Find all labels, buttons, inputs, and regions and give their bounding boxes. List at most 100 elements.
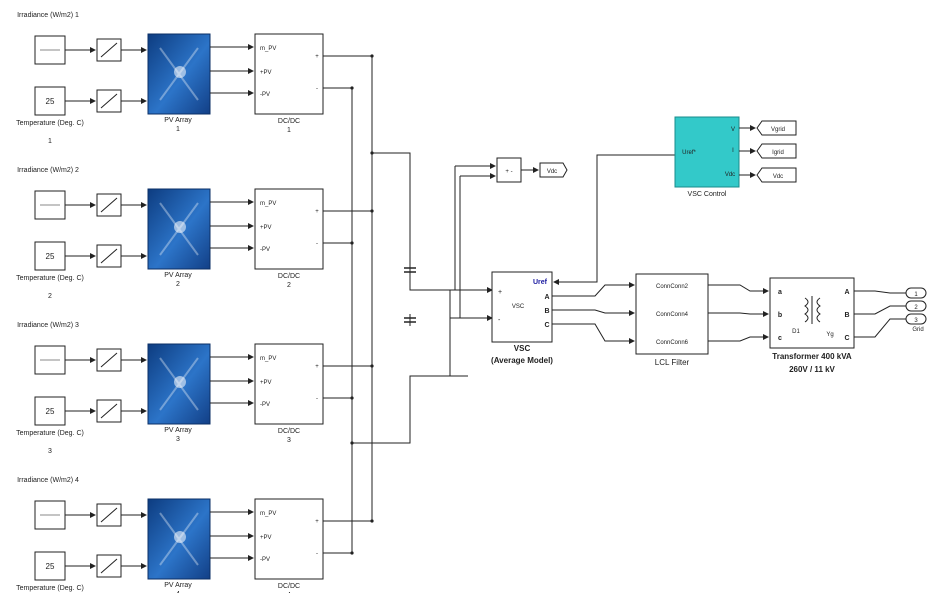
vsc-control-port-vdc: Vdc (725, 172, 735, 178)
signal-line (708, 334, 769, 342)
transformer-port-a: a (778, 289, 782, 296)
sun-glare-icon (174, 376, 186, 388)
signal-line (854, 290, 906, 294)
vsc-title: VSC (514, 344, 531, 353)
lcl-port-2: ConnConn6 (656, 340, 689, 346)
vsc-control-label: VSC Control (688, 191, 727, 198)
irradiance-label: Irradiance (W/m2) 1 (17, 12, 79, 19)
vsc-port-uref: Uref (533, 279, 548, 286)
temperature-value: 25 (46, 407, 55, 416)
from-tag-0[interactable] (756, 120, 797, 136)
pv-array-index: 4 (176, 591, 180, 593)
dcdc-index: 2 (287, 282, 291, 289)
transformer-coil-icon (804, 297, 821, 323)
goto-tag-vdc[interactable] (539, 162, 568, 178)
sun-glare-icon (174, 221, 186, 233)
transformer-port-B: B (844, 312, 849, 319)
transformer-port-c: c (778, 335, 782, 342)
dcdc-index: 3 (287, 437, 291, 444)
temperature-constant-block[interactable] (34, 396, 66, 426)
signal-line (708, 284, 769, 294)
signal-line (553, 154, 675, 285)
dcdc-block[interactable] (254, 343, 324, 425)
ramp-icon (100, 42, 118, 58)
temperature-constant-block[interactable] (34, 551, 66, 581)
signal-line (854, 318, 906, 338)
vsc-port-a: A (544, 294, 549, 301)
vsc-control-port-v: V (731, 127, 735, 133)
signal-line (854, 305, 906, 315)
ramp-icon (100, 248, 118, 264)
dcdc-port-pos: +PV (260, 70, 272, 76)
goto-tag-vdc-label: Vdc (547, 169, 557, 175)
grid-port-3[interactable] (905, 313, 927, 325)
vsc-port-pos: + (498, 289, 502, 296)
dcdc-out-pos: + (315, 364, 319, 370)
dcdc-label: DC/DC (278, 118, 300, 125)
transformer-title: Transformer 400 kVA (772, 352, 852, 361)
dcdc-index: 1 (287, 127, 291, 134)
pv-array-index: 2 (176, 281, 180, 288)
vsc-port-b: B (544, 308, 549, 315)
pv-array-label: PV Array (164, 427, 192, 434)
dcdc-port-mpv: m_PV (260, 46, 276, 52)
dcdc-out-neg: - (316, 86, 318, 92)
from-tag-1[interactable] (756, 143, 797, 159)
dcdc-out-pos: + (315, 519, 319, 525)
winding-left-label: D1 (792, 329, 800, 335)
dcdc-port-neg: -PV (260, 92, 270, 98)
dcdc-out-neg: - (316, 396, 318, 402)
temperature-index: 1 (48, 138, 52, 145)
irradiance-label: Irradiance (W/m2) 4 (17, 477, 79, 484)
dcdc-port-mpv: m_PV (260, 356, 276, 362)
pv-array-index: 3 (176, 436, 180, 443)
dcdc-block[interactable] (254, 498, 324, 580)
dcdc-out-neg: - (316, 551, 318, 557)
signal-line (552, 282, 635, 297)
junction-dot (350, 441, 354, 445)
dcdc-port-neg: -PV (260, 402, 270, 408)
grid-port-2[interactable] (905, 300, 927, 312)
signal-line (552, 323, 635, 344)
dc-bus (350, 56, 493, 553)
transformer-port-A: A (844, 289, 849, 296)
lcl-filter-block[interactable] (635, 273, 709, 355)
dcdc-port-neg: -PV (260, 557, 270, 563)
dcdc-out-neg: - (316, 241, 318, 247)
from-tag-2[interactable] (756, 167, 797, 183)
dcdc-block[interactable] (254, 33, 324, 115)
grid-port-label-2: 2 (914, 305, 918, 311)
pv-array-label: PV Array (164, 272, 192, 279)
ramp-icon (100, 558, 118, 574)
temperature-value: 25 (46, 562, 55, 571)
temperature-constant-block[interactable] (34, 86, 66, 116)
from-tag-label-2: Vdc (773, 174, 783, 180)
dcdc-block[interactable] (254, 188, 324, 270)
vsc-control-port-uref: Uref* (682, 150, 696, 156)
dcdc-label: DC/DC (278, 273, 300, 280)
vsc-subtitle: (Average Model) (491, 356, 553, 365)
vsc-control-block[interactable] (674, 116, 740, 188)
signal-line (708, 311, 769, 317)
dcdc-port-mpv: m_PV (260, 201, 276, 207)
temperature-label: Temperature (Deg. C) (16, 585, 84, 592)
vsc-block[interactable] (491, 271, 553, 343)
dcdc-out-pos: + (315, 209, 319, 215)
ramp-icon (100, 507, 118, 523)
vsc-port-neg: - (498, 317, 501, 324)
vsc-control-port-i: I (732, 148, 734, 154)
dcdc-out-pos: + (315, 54, 319, 60)
grid-port-1[interactable] (905, 287, 927, 299)
grid-port-label-3: 3 (914, 318, 918, 324)
ramp-icon (100, 93, 118, 109)
signal-line (552, 309, 635, 316)
